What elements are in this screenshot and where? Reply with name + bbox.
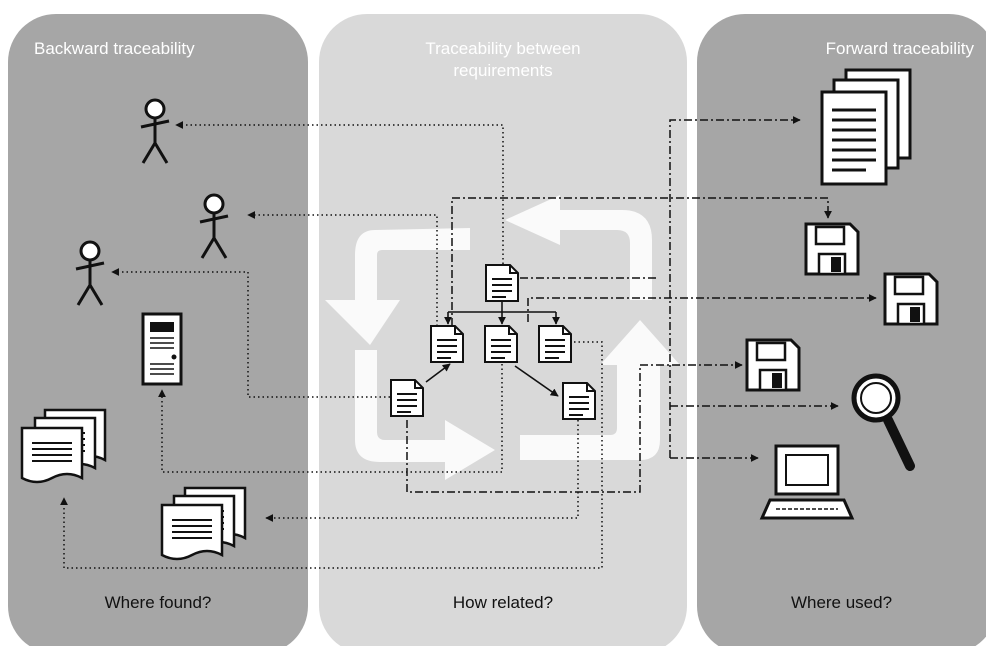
floppy-disk-icon	[745, 338, 801, 392]
floppy-disk-icon	[804, 222, 860, 276]
between-title-line2: requirements	[453, 61, 553, 80]
backward-links	[60, 121, 603, 569]
document-pages-icon	[820, 68, 912, 186]
requirement-document-icon	[538, 325, 572, 363]
requirement-document-icon	[390, 379, 424, 417]
between-question: How related?	[452, 593, 554, 612]
between-title-line1: Traceability between	[425, 39, 581, 58]
server-icon	[141, 312, 183, 386]
backward-title: Backward traceability	[34, 39, 195, 58]
requirement-document-icon	[484, 325, 518, 363]
forward-links	[406, 116, 877, 493]
computer-icon	[759, 444, 855, 520]
requirement-document-icon	[430, 325, 464, 363]
forward-panel	[697, 14, 986, 646]
floppy-disk-icon	[883, 272, 939, 326]
backward-question: Where found?	[104, 593, 212, 612]
requirement-document-icon	[485, 264, 519, 302]
requirement-document-icon	[562, 382, 596, 420]
magnifier-icon	[851, 373, 915, 471]
forward-title: Forward traceability	[825, 39, 974, 58]
requirement-links	[425, 301, 560, 397]
between-title: Traceability between requirements	[319, 38, 687, 82]
forward-question: Where used?	[790, 593, 893, 612]
